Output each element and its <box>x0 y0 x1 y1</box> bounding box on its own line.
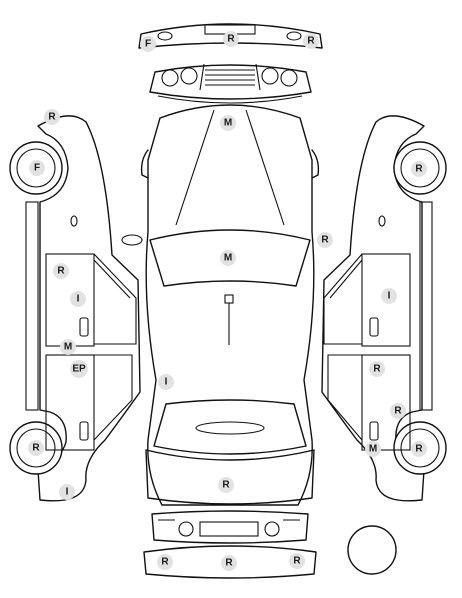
rear-fascia <box>151 510 309 544</box>
marker-left-rear-wheel: R <box>28 440 44 456</box>
marker-windshield: M <box>220 250 236 266</box>
marker-right-front-wheel: R <box>411 161 427 177</box>
svg-text:R: R <box>394 406 402 417</box>
svg-text:I: I <box>77 294 80 305</box>
marker-left-front-door-upper: R <box>53 263 69 279</box>
svg-text:I: I <box>388 291 391 302</box>
svg-text:I: I <box>66 487 69 498</box>
svg-text:R: R <box>32 443 40 454</box>
front-fascia <box>149 63 312 104</box>
marker-right-sill: M <box>365 441 381 457</box>
car-body-top-view <box>140 104 320 506</box>
svg-text:R: R <box>415 444 423 455</box>
marker-front-bumper-right: R <box>303 33 319 49</box>
marker-hood: M <box>220 115 236 131</box>
svg-text:M: M <box>224 253 232 264</box>
marker-roof-left: I <box>158 374 174 390</box>
svg-text:R: R <box>293 556 301 567</box>
svg-text:R: R <box>321 235 329 246</box>
svg-text:M: M <box>224 118 232 129</box>
marker-left-rear-door: EP <box>70 360 88 378</box>
marker-right-rear-wheel: R <box>411 441 427 457</box>
marker-rear-bumper-left: R <box>157 554 173 570</box>
marker-right-mirror: R <box>317 232 333 248</box>
svg-text:R: R <box>57 266 65 277</box>
svg-text:F: F <box>145 39 151 50</box>
svg-text:R: R <box>222 480 230 491</box>
svg-text:F: F <box>34 163 40 174</box>
marker-trunk: R <box>218 477 234 493</box>
right-side-panel <box>321 115 447 502</box>
svg-text:M: M <box>64 342 72 353</box>
svg-text:R: R <box>161 557 169 568</box>
svg-text:R: R <box>415 164 423 175</box>
marker-front-bumper-center: R <box>223 31 239 47</box>
marker-left-front-wheel: F <box>29 160 45 176</box>
svg-text:R: R <box>225 558 233 569</box>
svg-text:R: R <box>227 34 235 45</box>
spare-tire-icon <box>347 525 397 575</box>
left-side-panel <box>9 115 143 502</box>
svg-text:R: R <box>307 36 315 47</box>
marker-right-front-door: I <box>381 288 397 304</box>
marker-right-rear-door: R <box>369 361 385 377</box>
svg-text:R: R <box>48 112 56 123</box>
marker-right-rear-quarter: R <box>390 403 406 419</box>
rear-bumper <box>143 545 317 579</box>
marker-left-front-fender: R <box>44 109 60 125</box>
marker-left-front-door: I <box>70 291 86 307</box>
svg-text:I: I <box>165 377 168 388</box>
marker-left-rear-quarter: I <box>59 484 75 500</box>
svg-text:R: R <box>373 364 381 375</box>
svg-text:EP: EP <box>72 364 86 375</box>
marker-left-sill: M <box>60 339 76 355</box>
marker-rear-bumper-center: R <box>221 555 237 571</box>
marker-rear-bumper-right: R <box>289 553 305 569</box>
marker-front-bumper-left: F <box>140 36 156 52</box>
svg-text:M: M <box>369 444 377 455</box>
